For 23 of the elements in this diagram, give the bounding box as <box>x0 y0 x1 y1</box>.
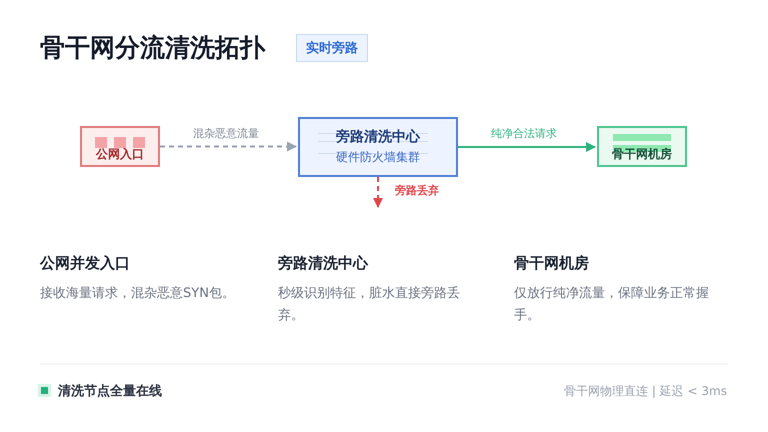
title: 骨干网分流清洗拓扑 <box>40 32 265 64</box>
arrow <box>160 142 297 152</box>
arrow <box>373 177 383 208</box>
edge-label: 混杂恶意流量 <box>193 126 259 140</box>
entry-box <box>80 126 160 167</box>
node-sublabel: 硬件防火墙集群 <box>336 149 420 166</box>
status-badge: 实时旁路 <box>296 34 368 62</box>
edge-label: 纯净合法请求 <box>491 126 557 141</box>
edge-label: 旁路丢弃 <box>395 183 439 198</box>
node-label: 公网入口 <box>96 146 144 163</box>
server-room-box <box>597 126 687 167</box>
card-heading: 旁路清洗中心 <box>278 254 368 273</box>
card-text: 秒级识别特征，脏水直接旁路丢弃。 <box>278 285 461 325</box>
card-text: 接收海量请求，混杂恶意SYN包。 <box>40 285 236 303</box>
card-heading: 骨干网机房 <box>514 254 589 273</box>
footer-note: 骨干网物理直连 | 延迟 < 3ms <box>564 383 727 400</box>
cleaning-center-box <box>298 117 458 177</box>
node-label: 骨干网机房 <box>612 146 672 163</box>
card-text: 仅放行纯净流量，保障业务正常握手。 <box>514 285 710 325</box>
arrow <box>458 142 596 152</box>
node-label: 旁路清洗中心 <box>336 128 420 146</box>
card-heading: 公网并发入口 <box>40 254 130 273</box>
legend-text: 清洗节点全量在线 <box>58 383 162 400</box>
